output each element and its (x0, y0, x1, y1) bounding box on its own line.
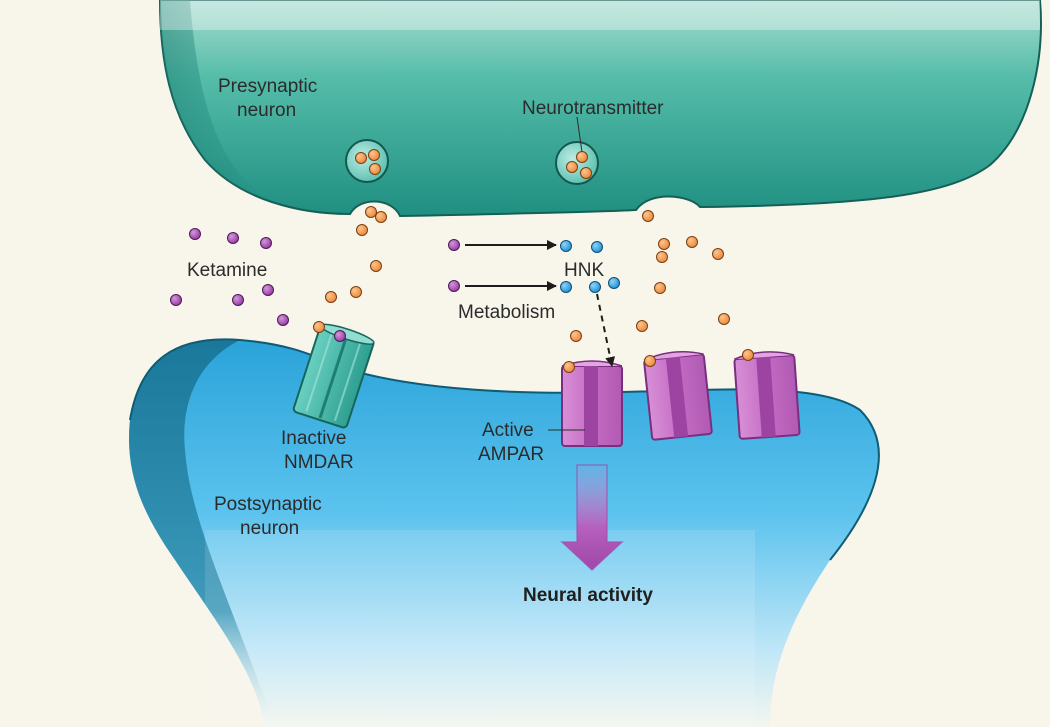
hnk-molecules (560, 240, 620, 293)
ketamine-label: Ketamine (187, 260, 267, 281)
ampar-label-line1: Active (482, 420, 534, 441)
neural-activity-label: Neural activity (523, 585, 653, 606)
hnk-label: HNK (564, 260, 604, 281)
neurotransmitter-molecules (313, 206, 754, 373)
vesicle-left (345, 139, 389, 183)
neurotransmitter-label: Neurotransmitter (522, 98, 664, 119)
presynaptic-label-line1: Presynaptic (218, 76, 317, 97)
nmdar-label-line1: Inactive (281, 428, 346, 449)
metabolism-arrows (465, 240, 616, 367)
hnk-to-ampar-arrow (596, 293, 616, 367)
neurotransmitter-leader-line (576, 116, 583, 153)
ampar-receptor-1 (561, 360, 623, 447)
nmdar-label-line2: NMDAR (284, 452, 354, 473)
neural-activity-arrow (560, 464, 624, 572)
ampar-label-line2: AMPAR (478, 444, 544, 465)
vesicle-right (555, 116, 599, 185)
metabolism-label: Metabolism (458, 302, 555, 323)
presynaptic-label-line2: neuron (237, 100, 296, 121)
nmdar-receptor (292, 323, 375, 429)
postsynaptic-label-line2: neuron (240, 518, 299, 539)
postsynaptic-neuron (129, 338, 880, 727)
ketamine-molecules (170, 228, 460, 342)
ampar-receptor-3 (733, 351, 801, 440)
postsynaptic-label-line1: Postsynaptic (214, 494, 322, 515)
